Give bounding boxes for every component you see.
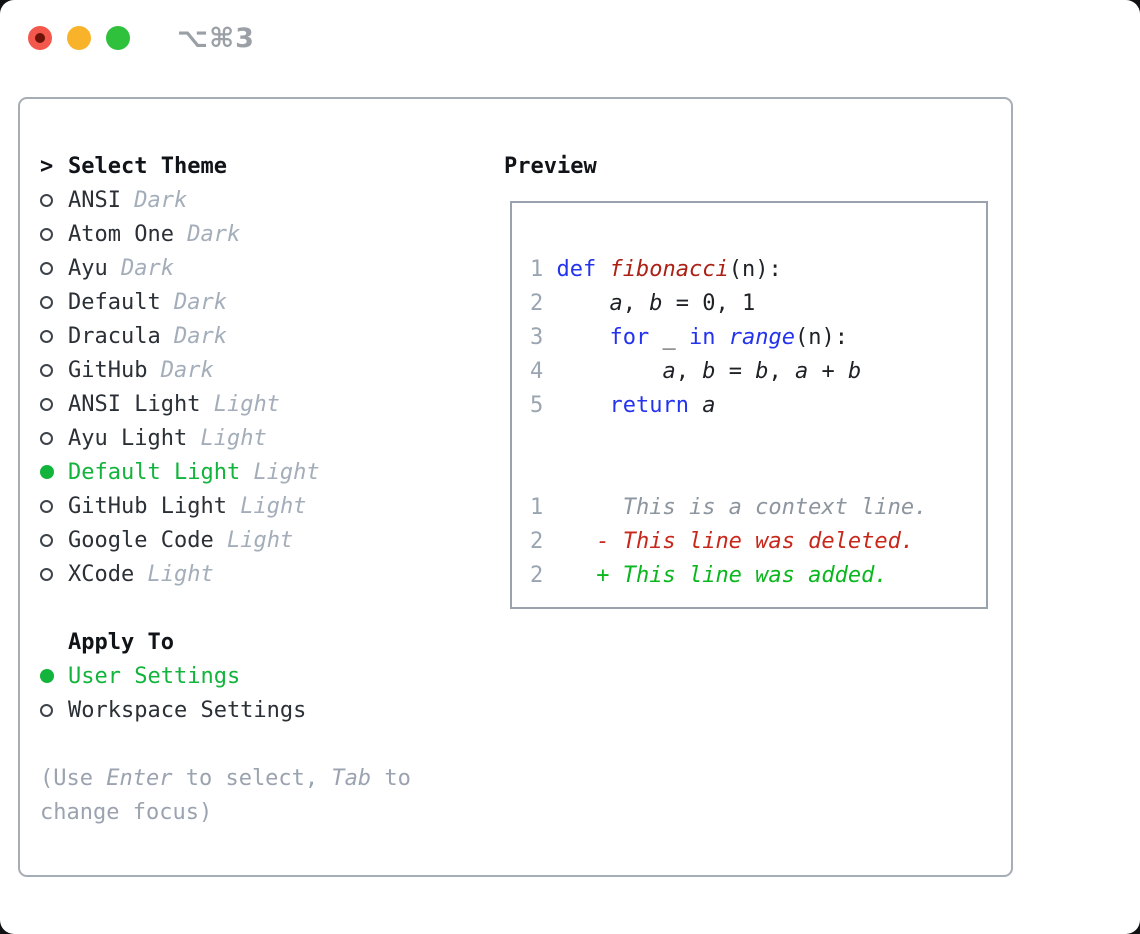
radio-icon <box>40 363 53 377</box>
theme-name: ANSI <box>68 187 121 213</box>
theme-name: Google Code <box>68 527 214 553</box>
radio-icon <box>40 431 53 445</box>
line-number: 1 <box>530 494 544 520</box>
theme-item-default[interactable]: Default Dark <box>40 285 504 319</box>
theme-name: GitHub Light <box>68 493 227 519</box>
theme-item-github[interactable]: GitHub Dark <box>40 353 504 387</box>
theme-item-dracula[interactable]: Dracula Dark <box>40 319 504 353</box>
radio-icon <box>40 227 53 241</box>
theme-item-default-light[interactable]: Default Light Light <box>40 455 504 489</box>
apply-item-user-settings[interactable]: User Settings <box>40 659 504 693</box>
theme-variant: Dark <box>173 323 227 349</box>
theme-variant: Light <box>147 561 214 587</box>
cursor-arrow-icon: > <box>40 153 54 179</box>
theme-variant: Dark <box>187 221 241 247</box>
theme-item-ansi-light[interactable]: ANSI Light Light <box>40 387 504 421</box>
theme-variant: Light <box>200 425 267 451</box>
radio-selected-icon <box>40 465 54 479</box>
maximize-button[interactable] <box>106 26 130 50</box>
line-number: 1 <box>530 256 544 282</box>
preview-blank-line <box>530 456 986 490</box>
line-number: 3 <box>530 324 544 350</box>
key-name: Tab <box>331 765 372 791</box>
theme-variant: Dark <box>134 187 188 213</box>
preview-title: Preview <box>504 153 597 179</box>
radio-icon <box>40 533 53 547</box>
theme-name: XCode <box>68 561 135 587</box>
preview-line-8: 1 This is a context line. <box>530 494 928 520</box>
radio-selected-icon <box>40 669 54 683</box>
theme-name: Ayu <box>68 255 108 281</box>
radio-icon <box>40 295 53 309</box>
theme-name: Ayu Light <box>68 425 188 451</box>
preview-column: Preview 1 def fibonacci(n): 2 a, b = 0, 1… <box>504 149 1011 875</box>
theme-item-github-light[interactable]: GitHub Light Light <box>40 489 504 523</box>
theme-name: Default Light <box>68 459 241 485</box>
close-dot-icon <box>35 33 45 43</box>
radio-icon <box>40 193 53 207</box>
radio-icon <box>40 703 53 717</box>
select-theme-title: Select Theme <box>68 153 227 179</box>
theme-variant: Dark <box>121 255 174 281</box>
apply-to-header: Apply To <box>40 625 504 659</box>
theme-variant: Dark <box>173 289 227 315</box>
preview-line-9: 2 - This line was deleted. <box>530 528 915 554</box>
theme-variant: Light <box>240 493 307 519</box>
preview-box: 1 def fibonacci(n): 2 a, b = 0, 1 3 for _ … <box>510 201 988 609</box>
preview-line-3: 3 for _ in range(n): <box>530 324 848 350</box>
apply-name: Workspace Settings <box>68 697 307 723</box>
theme-item-ayu[interactable]: Ayu Dark <box>40 251 504 285</box>
apply-item-workspace-settings[interactable]: Workspace Settings <box>40 693 504 727</box>
line-number: 2 <box>530 290 544 316</box>
theme-item-xcode[interactable]: XCode Light <box>40 557 504 591</box>
theme-variant: Light <box>226 527 294 553</box>
preview-line-4: 4 a, b = b, a + b <box>530 358 862 384</box>
minimize-button[interactable] <box>67 26 91 50</box>
help-line-1: (Use Enter to select, Tab to <box>40 765 411 791</box>
radio-icon <box>40 261 53 275</box>
radio-icon <box>40 499 53 513</box>
apply-name: User Settings <box>68 663 241 689</box>
radio-icon <box>40 397 53 411</box>
help-line-2: change focus) <box>40 799 213 825</box>
theme-name: Atom One <box>68 221 174 247</box>
line-number: 2 <box>530 562 544 588</box>
line-number: 5 <box>530 392 544 418</box>
theme-variant: Light <box>253 459 320 485</box>
apply-to-title: Apply To <box>68 629 174 655</box>
preview-line-2: 2 a, b = 0, 1 <box>530 290 756 316</box>
theme-item-atom-one[interactable]: Atom One Dark <box>40 217 504 251</box>
spacer <box>40 591 504 625</box>
theme-name: GitHub <box>68 357 148 383</box>
theme-name: Dracula <box>68 323 161 349</box>
preview-line-10: 2 + This line was added. <box>530 562 888 588</box>
theme-item-ansi[interactable]: ANSI Dark <box>40 183 504 217</box>
preview-line-5: 5 return a <box>530 392 716 418</box>
close-button[interactable] <box>28 26 52 50</box>
window-shortcut-label: ⌥⌘3 <box>177 22 255 54</box>
theme-variant: Dark <box>160 357 214 383</box>
theme-name: Default <box>68 289 161 315</box>
preview-blank-line <box>530 422 986 456</box>
theme-item-ayu-light[interactable]: Ayu Light Light <box>40 421 504 455</box>
select-theme-header: > Select Theme <box>40 149 504 183</box>
window-titlebar: ⌥⌘3 <box>0 0 1140 76</box>
preview-line-1: 1 def fibonacci(n): <box>530 256 782 282</box>
key-name: Enter <box>106 765 173 791</box>
radio-icon <box>40 567 53 581</box>
preview-header: Preview <box>504 149 1011 183</box>
theme-name: ANSI Light <box>68 391 201 417</box>
line-number: 2 <box>530 528 544 554</box>
radio-icon <box>40 329 53 343</box>
help-text: (Use Enter to select, Tab to change focus… <box>40 761 504 829</box>
theme-item-google-code[interactable]: Google Code Light <box>40 523 504 557</box>
spacer <box>40 727 504 761</box>
line-number: 4 <box>530 358 544 384</box>
theme-variant: Light <box>213 391 280 417</box>
